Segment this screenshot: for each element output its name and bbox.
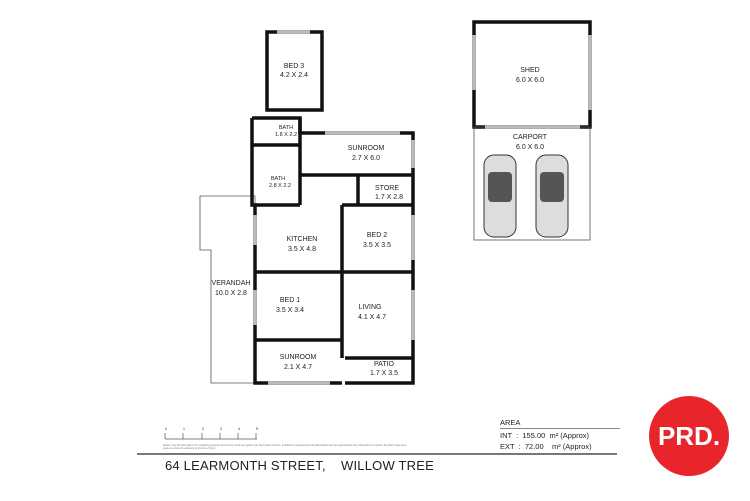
room-name-patio: PATIO — [374, 361, 395, 368]
room-name-sunroom: SUNROOM — [348, 145, 385, 152]
area-internal: INT : 155.00 m² (Approx) — [500, 431, 590, 440]
room-size-kitchen: 3.5 X 4.8 — [288, 246, 316, 253]
room-size-sunroom-2: 2.1 X 4.7 — [284, 364, 312, 371]
area-summary: AREA INT : 155.00 m² (Approx) EXT : 72.0… — [500, 418, 620, 453]
room-name-bed3: BED 3 — [284, 63, 304, 70]
area-external: EXT : 72.00 m² (Approx) — [500, 442, 592, 451]
disclaimer-text: Please note this floor plan is for marke… — [163, 444, 407, 450]
room-name-bed1: BED 1 — [280, 297, 300, 304]
room-size-verandah: 10.0 X 2.8 — [215, 290, 247, 297]
room-size-bed1: 3.5 X 3.4 — [276, 307, 304, 314]
room-size-bath2: 2.8 X 2.2 — [269, 183, 291, 189]
room-size-bed3: 4.2 X 2.4 — [280, 72, 308, 79]
shed-carport-walls — [472, 20, 592, 241]
room-size-living: 4.1 X 4.7 — [358, 314, 386, 321]
house-walls — [250, 30, 415, 385]
car-icon — [483, 154, 517, 238]
room-size-bath1: 1.8 X 2.2 — [275, 132, 297, 138]
room-size-sunroom: 2.7 X 6.0 — [352, 155, 380, 162]
room-name-bath1: BATH — [279, 125, 293, 131]
room-name-store: STORE — [375, 185, 399, 192]
room-size-patio: 1.7 X 3.5 — [370, 370, 398, 377]
room-name-living: LIVING — [359, 304, 382, 311]
area-heading: AREA — [500, 418, 620, 429]
room-size-bed2: 3.5 X 3.5 — [363, 242, 391, 249]
room-name-kitchen: KITCHEN — [287, 236, 318, 243]
room-name-carport: CARPORT — [513, 134, 548, 141]
prd-logo: PRD. — [649, 396, 729, 476]
property-address: 64 LEARMONTH STREET, WILLOW TREE — [165, 458, 434, 473]
room-name-bath2: BATH — [271, 176, 285, 182]
scale-tick-label: 3 — [220, 427, 222, 431]
footer-divider — [137, 453, 617, 455]
scale-bar: 0 1 2 3 4 5 — [164, 427, 258, 440]
scale-tick-label: 0 — [165, 427, 167, 431]
room-name-verandah: VERANDAH — [212, 280, 251, 287]
room-size-shed: 6.0 X 6.0 — [516, 77, 544, 84]
room-size-store: 1.7 X 2.8 — [375, 194, 403, 201]
scale-tick-label: 5 — [256, 427, 258, 431]
room-name-shed: SHED — [520, 67, 539, 74]
scale-tick-label: 1 — [183, 427, 185, 431]
car-icon — [535, 154, 569, 238]
verandah-outline — [199, 195, 256, 384]
room-name-bed2: BED 2 — [367, 232, 387, 239]
room-name-sunroom-2: SUNROOM — [280, 354, 317, 361]
room-size-carport: 6.0 X 6.0 — [516, 144, 544, 151]
scale-tick-label: 2 — [202, 427, 204, 431]
scale-tick-label: 4 — [238, 427, 240, 431]
